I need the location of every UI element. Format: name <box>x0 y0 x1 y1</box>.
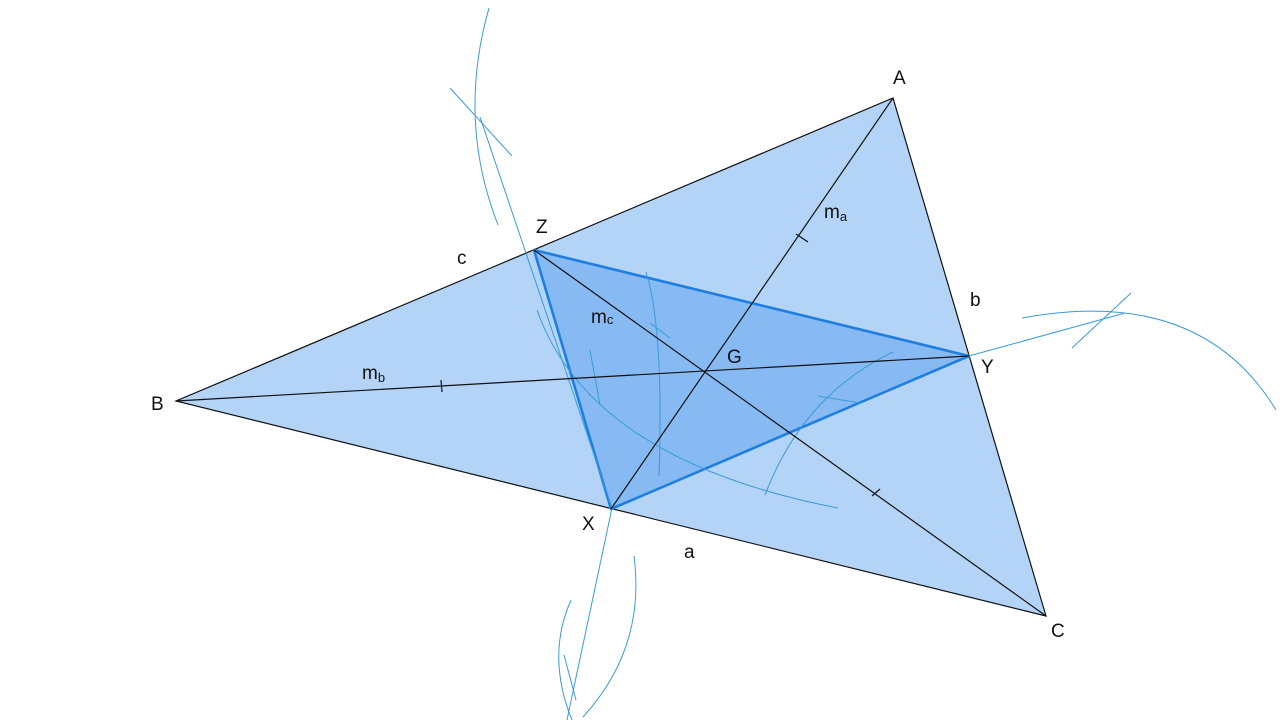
arc-center-large <box>536 309 839 509</box>
median-ticks <box>440 233 881 497</box>
label-median-mb: mb <box>362 363 385 385</box>
label-vertex-a: A <box>893 68 906 89</box>
line-perp-bisector-c <box>479 116 613 509</box>
tick-ma <box>795 233 809 243</box>
line-perp-bisector-a <box>566 507 613 720</box>
arc-lower-right-2 <box>817 395 861 404</box>
label-median-mc: mc <box>591 307 614 328</box>
arc-center-mid-2 <box>649 322 671 339</box>
arc-right-cross <box>1071 292 1132 349</box>
median-mb-base: m <box>362 363 378 384</box>
line-perp-bisector-b <box>968 312 1126 357</box>
median-ma <box>610 97 894 510</box>
tick-mc <box>871 488 881 497</box>
arc-center-mid <box>645 271 661 477</box>
label-midpoint-x: X <box>582 514 595 535</box>
label-side-c: c <box>457 248 467 269</box>
label-midpoint-y: Y <box>981 357 994 378</box>
arc-bottom-left <box>558 599 573 720</box>
arc-lower-right <box>764 351 894 496</box>
label-vertex-b: B <box>151 394 164 415</box>
label-side-b: b <box>970 290 981 311</box>
arc-right-long <box>1021 310 1277 411</box>
arc-top-long <box>474 7 499 226</box>
median-mc <box>533 249 1047 617</box>
median-mb-sub: b <box>378 370 385 385</box>
label-vertex-c: C <box>1051 621 1065 642</box>
arc-top-cross <box>449 87 513 157</box>
median-mc-base: m <box>591 307 607 328</box>
label-centroid-g: G <box>727 347 742 368</box>
label-side-a: a <box>684 542 695 563</box>
median-mb <box>175 355 970 402</box>
arc-bottom-cross <box>563 654 577 701</box>
median-ma-base: m <box>824 202 840 223</box>
label-midpoint-z: Z <box>536 217 548 238</box>
medians <box>175 97 1047 617</box>
median-mc-sub: c <box>607 312 614 327</box>
construction-arcs <box>449 7 1277 720</box>
arc-bottom-right <box>582 555 637 718</box>
tick-mb <box>440 379 443 393</box>
median-ma-sub: a <box>840 209 848 224</box>
label-median-ma: ma <box>824 202 848 224</box>
